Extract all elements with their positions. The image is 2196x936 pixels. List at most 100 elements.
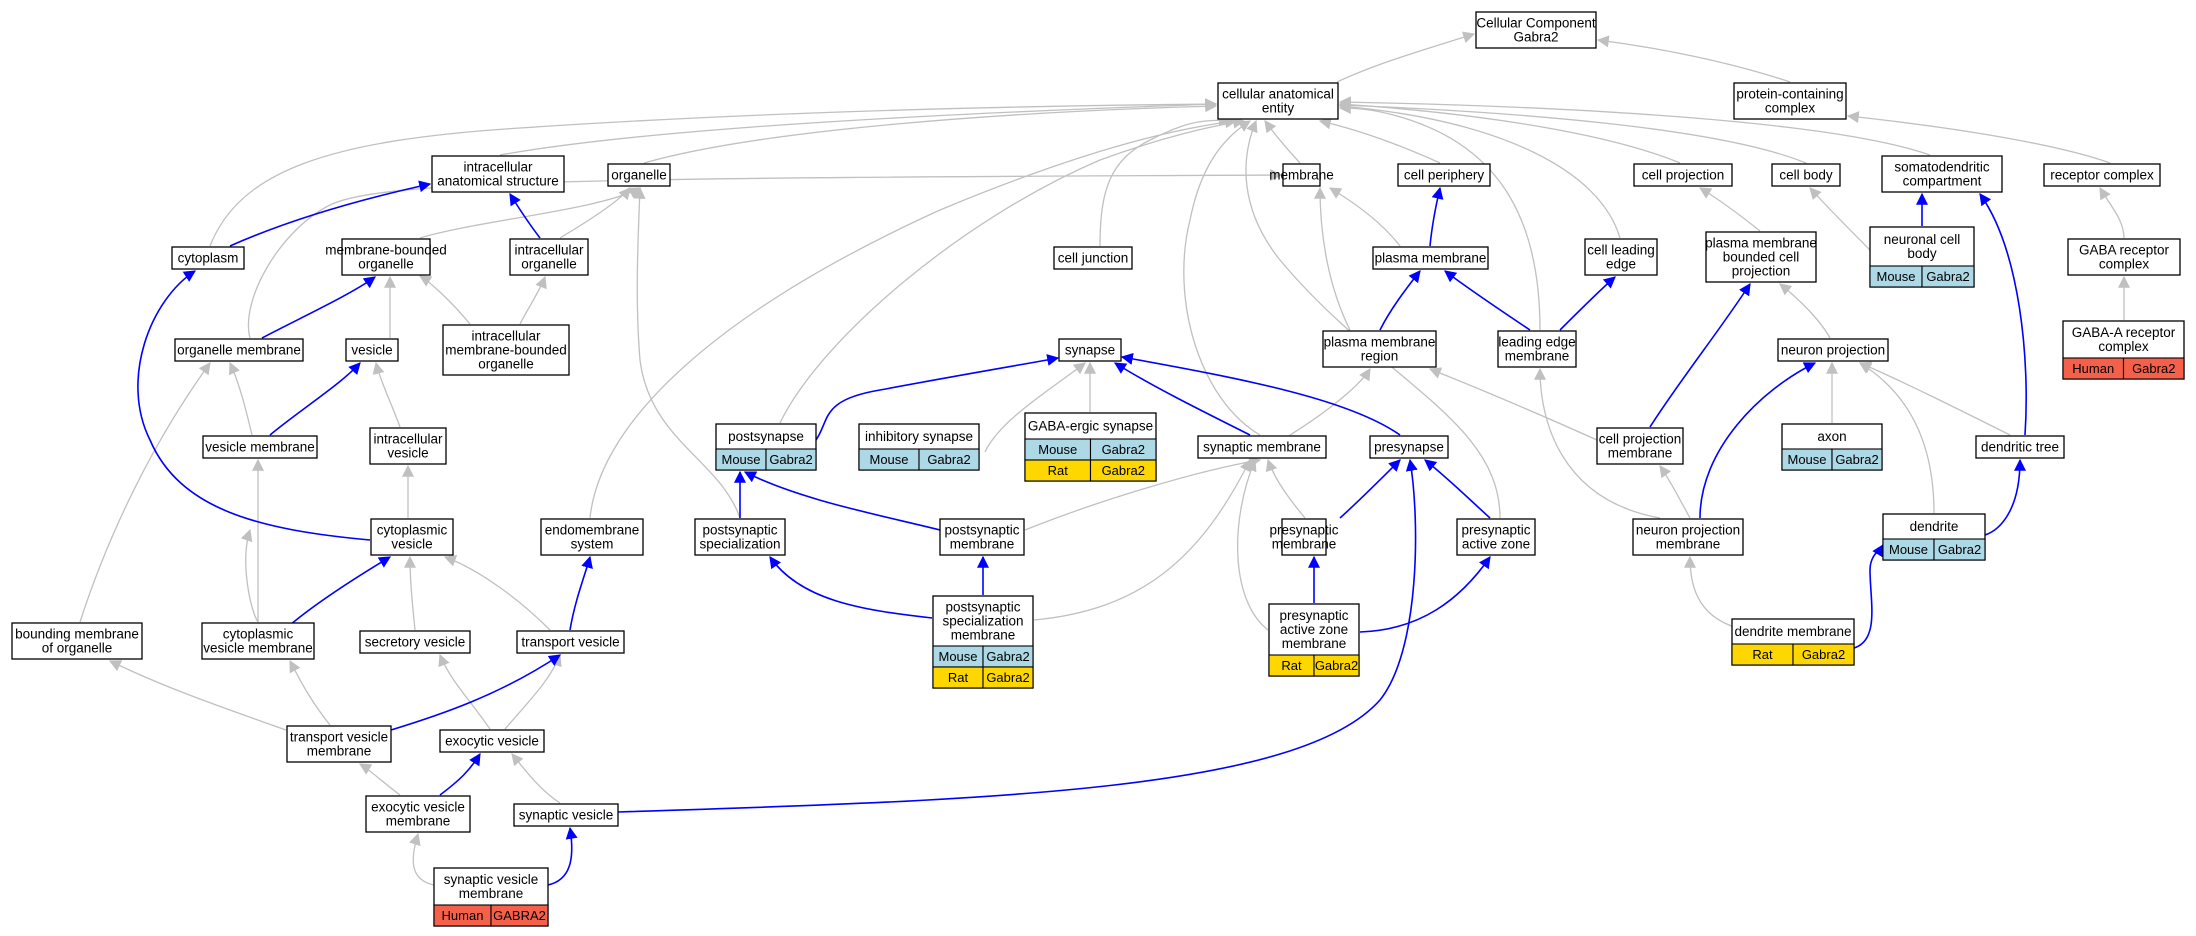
node-receptorcx[interactable]: receptor complex (2043, 163, 2161, 187)
annotation-gene-cell (982, 666, 1034, 689)
node-label: synaptic membrane (1203, 440, 1321, 455)
node-label: presynaptic (1279, 608, 1348, 623)
node-label: membrane (1282, 636, 1347, 651)
node-vesmem[interactable]: vesicle membrane (202, 435, 318, 459)
annotation-gene: Gabra2 (986, 649, 1029, 664)
node-label: anatomical structure (437, 174, 559, 189)
edge-ias-to-cae (499, 98, 1218, 156)
node-dendtree[interactable]: dendritic tree (1975, 435, 2065, 459)
node-label: cytoplasmic (223, 627, 294, 642)
node-label: bounding membrane (15, 627, 139, 642)
node-plasmamem[interactable]: plasma membrane (1372, 246, 1489, 270)
node-label: vesicle membrane (203, 641, 313, 656)
node-cellproj[interactable]: cell projection (1633, 163, 1733, 187)
edge-imbo-to-mbo (418, 275, 471, 325)
edge-preaz-to-presynapse (1424, 459, 1491, 519)
node-label: neuronal cell (1884, 232, 1961, 247)
node-label: cytoplasmic (377, 523, 448, 538)
edge-receptorcx-to-pcc (1846, 111, 2111, 164)
edge-tvm-to-bmo (108, 660, 287, 731)
node-vesicle[interactable]: vesicle (345, 338, 399, 362)
node-label: cell body (1779, 168, 1833, 183)
edge-pmr-to-plasmamem (1379, 270, 1421, 331)
node-celljunction[interactable]: cell junction (1053, 246, 1133, 270)
node-cytoplasm[interactable]: cytoplasm (171, 246, 245, 270)
node-label: membrane (386, 814, 451, 829)
node-secves[interactable]: secretory vesicle (359, 630, 471, 654)
node-neuronproj[interactable]: neuron projection (1777, 338, 1889, 362)
node-synves[interactable]: synaptic vesicle (513, 803, 619, 827)
edge-celljunction-to-cae (1099, 113, 1232, 247)
node-label: postsynaptic (702, 523, 777, 538)
edge-premem-to-presynapse (1339, 459, 1401, 519)
node-synapse[interactable]: synapse (1058, 338, 1122, 362)
node-exoves[interactable]: exocytic vesicle (439, 729, 545, 753)
node-presynapse[interactable]: presynapse (1369, 435, 1449, 459)
node-label: active zone (1462, 537, 1530, 552)
node-membrane[interactable]: membrane (1269, 163, 1334, 187)
node-label: specialization (699, 537, 780, 552)
node-organelle[interactable]: organelle (607, 163, 671, 187)
node-cellbody[interactable]: cell body (1771, 163, 1841, 187)
node-label: intracellular (471, 329, 541, 344)
node-cellperiph[interactable]: cell periphery (1397, 163, 1491, 187)
edge-cellbody-to-cae (1338, 99, 1807, 164)
edge-pazm-to-synmem (1237, 458, 1269, 631)
edge-cellperiph-to-cae (1318, 117, 1441, 164)
annotation-gene: Gabra2 (1926, 269, 1969, 284)
node-orgmem[interactable]: organelle membrane (174, 338, 304, 362)
edge-postspec-to-organelle (633, 186, 741, 519)
edge-synmem-to-pmr (1289, 367, 1371, 436)
edge-cpm-to-pmbcp (1649, 282, 1751, 428)
node-label: organelle (521, 257, 577, 272)
annotation-gene: Gabra2 (1835, 452, 1878, 467)
node-synmem[interactable]: synaptic membrane (1197, 435, 1327, 459)
edge-cytoves-to-cytoplasm (137, 270, 371, 541)
edge-npm-to-lem (1534, 367, 1661, 519)
node-transves[interactable]: transport vesicle (516, 630, 625, 654)
annotation-gene-cell (1933, 538, 1986, 561)
edges-layer (79, 31, 2130, 886)
annotation-gene: Gabra2 (1315, 658, 1358, 673)
annotation-gene-cell (1921, 265, 1975, 288)
edge-inhib-to-synapse (984, 362, 1086, 453)
node-label: membrane-bounded (325, 243, 447, 258)
